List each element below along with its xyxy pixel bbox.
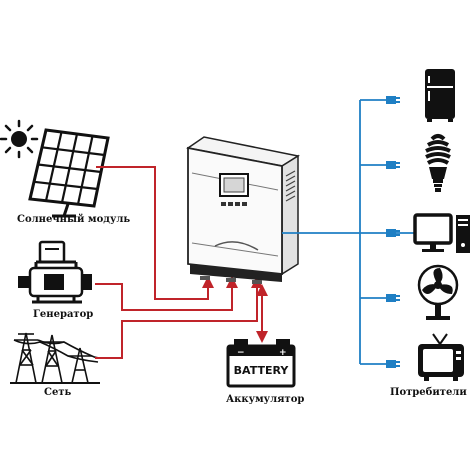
output-plugs — [386, 96, 400, 368]
lamp-icon — [425, 134, 451, 192]
battery-label-text: BATTERY — [234, 364, 290, 377]
svg-text:+: + — [279, 348, 287, 358]
sun-icon — [0, 119, 39, 159]
fridge-icon — [425, 69, 455, 122]
power-grid-icon — [10, 332, 101, 384]
plug-icon — [386, 294, 400, 302]
solar-wire — [96, 166, 214, 300]
generator-wire — [95, 276, 238, 311]
generator-icon — [18, 240, 92, 304]
solar-label: Солнечный модуль — [17, 214, 131, 225]
input-wiring — [95, 166, 268, 359]
plug-icon — [386, 161, 400, 169]
svg-text:−: − — [237, 348, 245, 358]
plug-icon — [386, 96, 400, 104]
fan-icon — [417, 264, 459, 320]
computer-icon — [413, 213, 470, 253]
inverter-icon — [186, 136, 300, 284]
grid-label: Сеть — [44, 387, 72, 398]
tv-icon — [418, 333, 464, 381]
battery-label: Аккумулятор — [226, 394, 305, 405]
consumers-label: Потребители — [390, 387, 467, 398]
battery-icon: − + BATTERY — [226, 339, 296, 388]
solar-panel-icon — [28, 128, 110, 218]
plug-icon — [386, 229, 400, 237]
generator-label: Генератор — [33, 309, 94, 320]
inverter-buttons — [221, 202, 247, 206]
plug-icon — [386, 360, 400, 368]
